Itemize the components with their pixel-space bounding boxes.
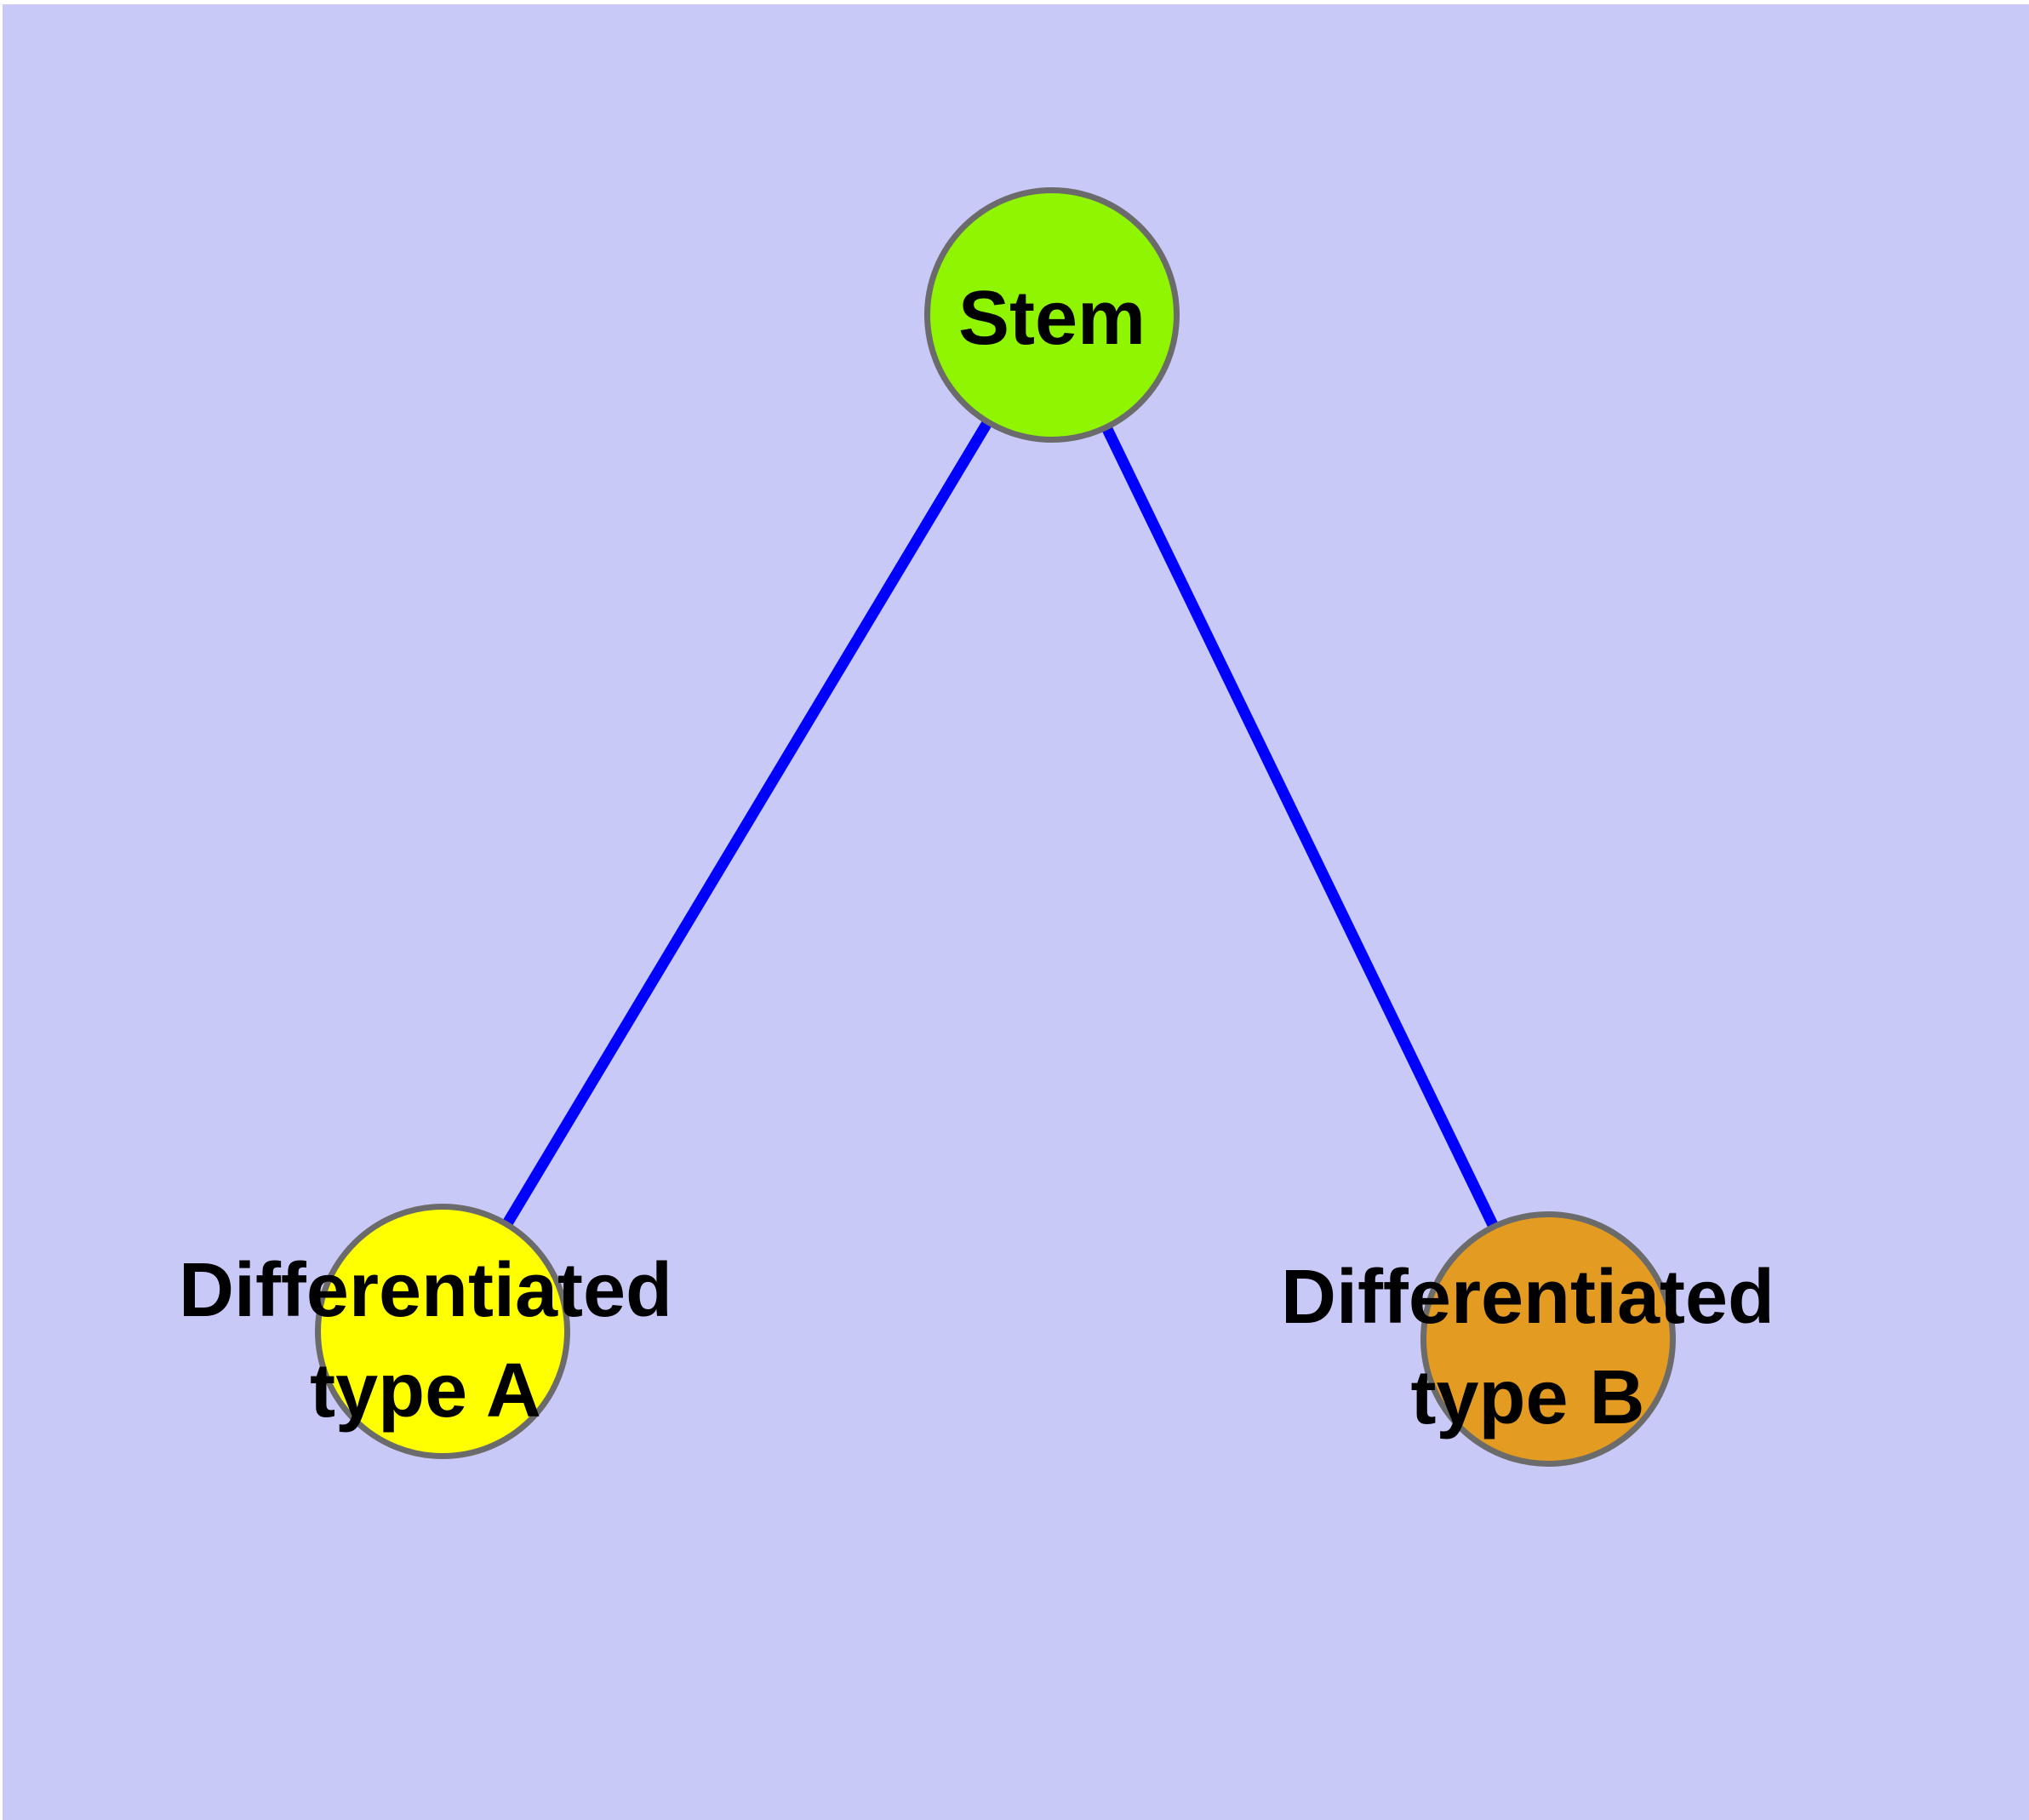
edge-stem-to-type-b [1047, 312, 1553, 1342]
node-label-line2: type B [1410, 1355, 1645, 1440]
node-differentiated-type-b [1420, 1211, 1676, 1467]
node-differentiated-type-a [315, 1204, 570, 1459]
node-label-line1: Differentiated [1280, 1255, 1775, 1340]
node-stem [924, 187, 1180, 443]
node-label-stem: Stem [957, 276, 1146, 361]
node-label-line1: Differentiated [178, 1248, 673, 1333]
node-label-differentiated-type-a: Differentiated type A [102, 1240, 749, 1441]
node-label-differentiated-type-b: Differentiated type B [1204, 1247, 1851, 1448]
edge-stem-to-type-a [437, 312, 1057, 1335]
node-label-line2: type A [310, 1348, 541, 1434]
